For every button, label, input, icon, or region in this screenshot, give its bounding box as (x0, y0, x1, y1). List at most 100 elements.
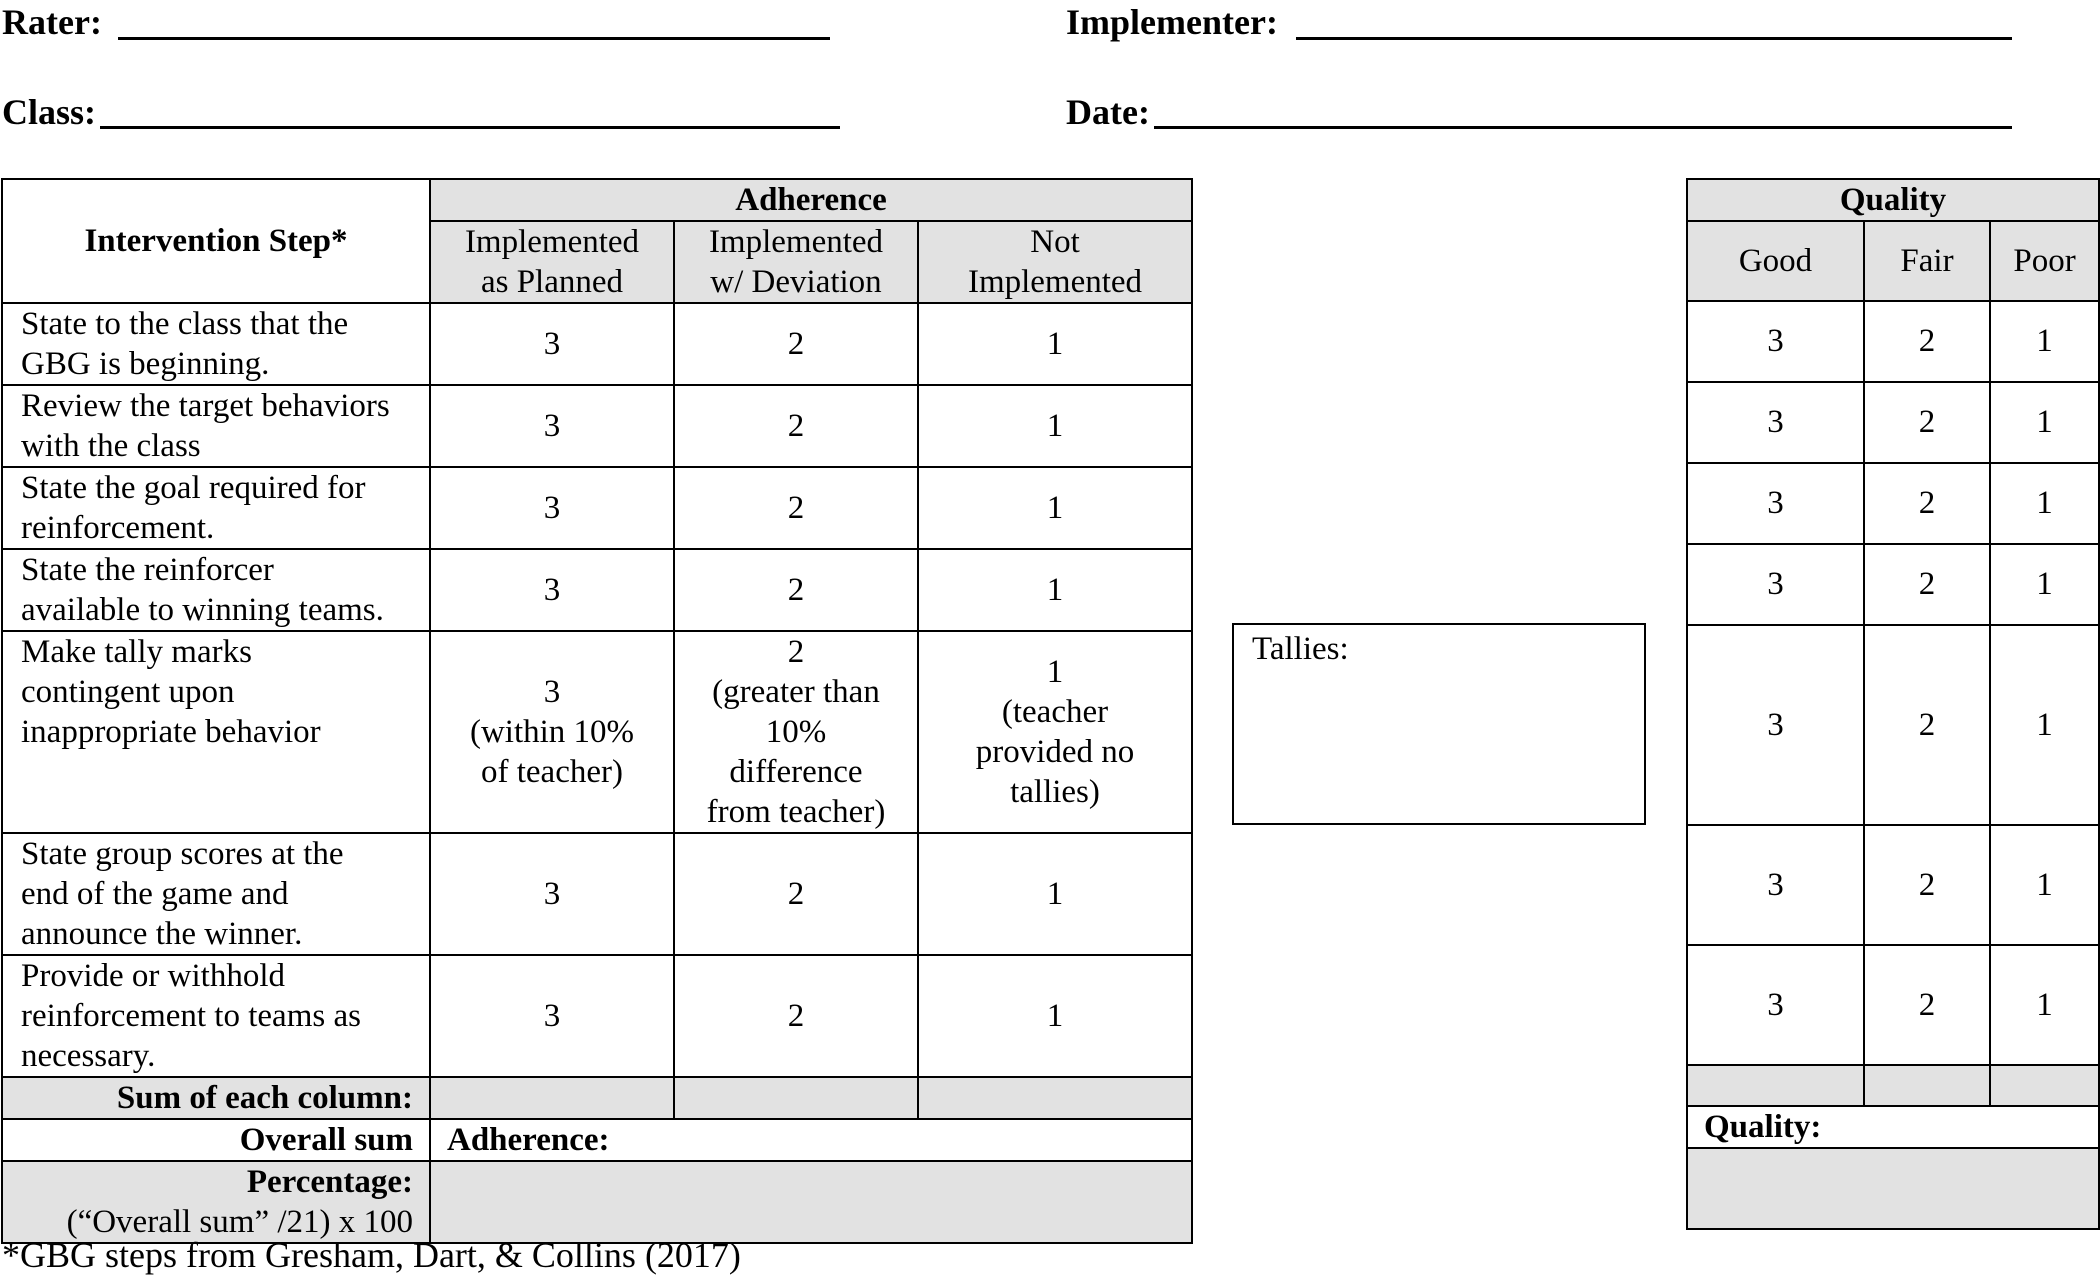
table-row: 3 2 1 (1686, 824, 2100, 946)
quality-option[interactable]: 1 (1988, 624, 2100, 826)
adherence-header: Adherence (428, 178, 1194, 222)
quality-option[interactable]: 2 (1863, 381, 1991, 464)
col-poor: Poor (1988, 220, 2100, 302)
footnote: *GBG steps from Gresham, Dart, & Collins… (2, 1235, 741, 1275)
quality-table: Quality Good Fair Poor 3 2 1 3 2 1 3 2 1… (1685, 178, 2100, 1230)
quality-option[interactable]: 2 (1863, 462, 1991, 545)
quality-option[interactable]: 1 (1988, 462, 2100, 545)
quality-percentage-cell[interactable] (1685, 1147, 2100, 1230)
score-option[interactable]: 2 (673, 302, 919, 386)
percentage-label: Percentage:(“Overall sum” /21) x 100 (1, 1160, 431, 1244)
score-option[interactable]: 1 (916, 302, 1194, 386)
sum-cell[interactable] (1863, 1064, 1991, 1107)
quality-option[interactable]: 2 (1863, 624, 1991, 826)
quality-option[interactable]: 1 (1988, 944, 2100, 1066)
overall-row: Quality: (1685, 1105, 2100, 1149)
adherence-table: Intervention Step* Adherence Implemented… (1, 178, 1194, 1244)
quality-option[interactable]: 2 (1863, 543, 1991, 626)
quality-option[interactable]: 2 (1863, 944, 1991, 1066)
score-option[interactable]: 3 (429, 548, 675, 632)
overall-label: Overall sum (1, 1118, 431, 1162)
score-option[interactable]: 3 (429, 302, 675, 386)
quality-option[interactable]: 1 (1988, 381, 2100, 464)
table-row: 3 2 1 (1686, 624, 2100, 826)
quality-option[interactable]: 3 (1686, 824, 1865, 946)
score-option[interactable]: 3 (429, 384, 675, 468)
overall-adherence-cell[interactable]: Adherence: (428, 1118, 1194, 1162)
score-option[interactable]: 1 (916, 466, 1194, 550)
col-fair: Fair (1863, 220, 1991, 302)
date-label: Date: (1066, 92, 1150, 132)
sum-cell[interactable] (429, 1076, 675, 1120)
class-label: Class: (2, 92, 97, 132)
score-option[interactable]: 3 (429, 466, 675, 550)
quality-option[interactable]: 3 (1686, 624, 1865, 826)
table-row: 3 2 1 (1686, 300, 2100, 383)
score-option[interactable]: 2 (673, 466, 919, 550)
table-row: 3 2 1 (1686, 462, 2100, 545)
sum-cell[interactable] (1686, 1064, 1865, 1107)
score-option[interactable]: 3 (429, 954, 675, 1078)
quality-option[interactable]: 3 (1686, 381, 1865, 464)
score-option[interactable]: 1 (916, 832, 1194, 956)
step-header: Intervention Step* (1, 178, 431, 304)
quality-option[interactable]: 1 (1988, 824, 2100, 946)
table-row: 3 2 1 (1686, 944, 2100, 1066)
rater-label: Rater: (2, 2, 102, 42)
rater-input-line[interactable] (118, 37, 830, 40)
sum-row (1686, 1064, 2100, 1107)
date-input-line[interactable] (1154, 126, 2012, 129)
quality-option[interactable]: 2 (1863, 824, 1991, 946)
table-row: 3 2 1 (1686, 543, 2100, 626)
overall-quality-cell[interactable]: Quality: (1685, 1105, 2100, 1149)
quality-option[interactable]: 2 (1863, 300, 1991, 383)
score-option[interactable]: 2 (673, 548, 919, 632)
quality-header: Quality (1685, 178, 2100, 222)
sum-row: Sum of each column: (1, 1076, 1194, 1120)
sum-cell[interactable] (916, 1076, 1194, 1120)
quality-option[interactable]: 3 (1686, 462, 1865, 545)
percentage-row (1685, 1147, 2100, 1230)
implementer-label: Implementer: (1066, 2, 1278, 42)
sum-cell[interactable] (1988, 1064, 2100, 1107)
sum-cell[interactable] (673, 1076, 919, 1120)
table-row: 3 2 1 (1686, 381, 2100, 464)
score-option[interactable]: 2 (673, 832, 919, 956)
implementer-input-line[interactable] (1296, 37, 2012, 40)
tallies-box[interactable]: Tallies: (1232, 623, 1646, 825)
score-option[interactable]: 2 (673, 954, 919, 1078)
quality-option[interactable]: 1 (1988, 300, 2100, 383)
quality-option[interactable]: 1 (1988, 543, 2100, 626)
score-option[interactable]: 2 (673, 384, 919, 468)
score-option[interactable]: 3 (429, 832, 675, 956)
col-good: Good (1686, 220, 1865, 302)
quality-option[interactable]: 3 (1686, 543, 1865, 626)
score-option[interactable]: 1 (916, 954, 1194, 1078)
quality-option[interactable]: 3 (1686, 944, 1865, 1066)
class-input-line[interactable] (100, 126, 840, 129)
score-option[interactable]: 3(within 10%of teacher) (429, 630, 675, 834)
percentage-cell[interactable] (428, 1160, 1194, 1244)
score-option[interactable]: 1 (916, 548, 1194, 632)
overall-row: Overall sum Adherence: (1, 1118, 1194, 1162)
quality-option[interactable]: 3 (1686, 300, 1865, 383)
score-option[interactable]: 1 (916, 384, 1194, 468)
